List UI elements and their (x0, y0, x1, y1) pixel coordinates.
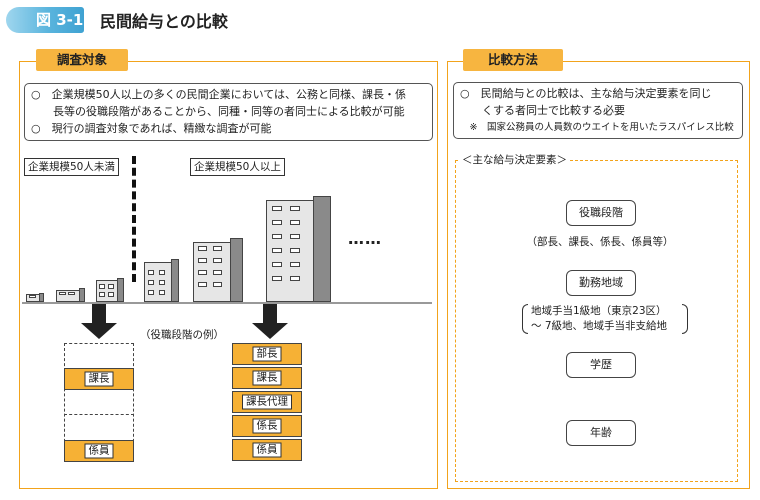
method-panel (447, 61, 750, 489)
large-company-label: 企業規模50人以上 (190, 158, 285, 176)
survey-line-1: ○ 企業規模50人以上の多くの民間企業においては、公務と同様、課長・係 (31, 88, 407, 101)
paren-right (682, 304, 688, 334)
factor-region: 勤務地域 (566, 270, 636, 296)
figure-number: 図 3-1 (36, 11, 84, 29)
arrow-down-icon (81, 323, 117, 339)
method-line-3: ※ 国家公務員の人員数のウエイトを用いたラスパイレス比較 (460, 122, 734, 133)
ellipsis-more: …… (348, 229, 382, 248)
rank-label: 課長 (252, 370, 282, 386)
paren-left (522, 304, 528, 334)
method-line-2: くする者同士で比較する必要 (460, 104, 625, 117)
large-rank-row: 課長 (232, 367, 302, 389)
survey-description: ○ 企業規模50人以上の多くの民間企業においては、公務と同様、課長・係 長等の役… (24, 83, 433, 141)
rank-label: 係長 (252, 418, 282, 434)
factors-heading: ＜主な給与決定要素＞ (460, 152, 569, 167)
survey-title: 調査対象 (36, 49, 128, 71)
rank-label: 部長 (252, 346, 282, 362)
figure-tag (6, 7, 84, 33)
rank-label: 課長 (84, 371, 114, 387)
factors-frame (455, 160, 738, 482)
rank-example-caption: （役職段階の例） (140, 329, 224, 341)
method-description: ○ 民間給与との比較は、主な給与決定要素を同じ くする者同士で比較する必要 ※ … (453, 82, 743, 139)
building-tiny (26, 290, 46, 302)
building-small-1 (56, 284, 86, 302)
building-medium-2 (193, 236, 245, 302)
arrow-down-icon (263, 304, 277, 324)
large-rank-row: 課長代理 (232, 391, 302, 413)
rank-label: 係員 (252, 442, 282, 458)
building-small-2 (96, 276, 126, 302)
survey-panel (19, 61, 438, 489)
factor-region-note-line-2: ～ 7級地、地域手当非支給地 (531, 320, 668, 332)
factor-region-note: 地域手当1級地（東京23区） ～ 7級地、地域手当非支給地 (522, 304, 688, 336)
factor-education: 学歴 (566, 352, 636, 378)
large-rank-row: 係員 (232, 439, 302, 461)
survey-line-2: 長等の役職段階があることから、同種・同等の者同士による比較が可能 (31, 105, 405, 118)
figure-title: 民間給与との比較 (100, 12, 228, 31)
factor-rank-note: （部長、課長、係長、係員等） (526, 236, 674, 248)
arrow-down-icon (252, 323, 288, 339)
category-divider (132, 156, 136, 282)
factor-age: 年齢 (566, 420, 636, 446)
method-title: 比較方法 (463, 49, 563, 71)
factor-rank: 役職段階 (566, 200, 636, 226)
survey-line-3: ○ 現行の調査対象であれば、精緻な調査が可能 (31, 122, 272, 135)
arrow-down-icon (92, 304, 106, 324)
method-line-1: ○ 民間給与との比較は、主な給与決定要素を同じ (460, 87, 712, 100)
large-rank-row: 部長 (232, 343, 302, 365)
rank-separator (64, 414, 134, 415)
large-rank-row: 係長 (232, 415, 302, 437)
ground-line (22, 302, 432, 304)
small-rank-row: 係員 (64, 440, 134, 462)
rank-label: 課長代理 (242, 394, 292, 410)
building-medium-1 (144, 258, 180, 302)
small-company-label: 企業規模50人未満 (24, 158, 119, 176)
rank-label: 係員 (84, 443, 114, 459)
building-large (266, 194, 336, 302)
factor-region-note-line-1: 地域手当1級地（東京23区） (531, 305, 667, 317)
small-rank-row: 課長 (64, 368, 134, 390)
